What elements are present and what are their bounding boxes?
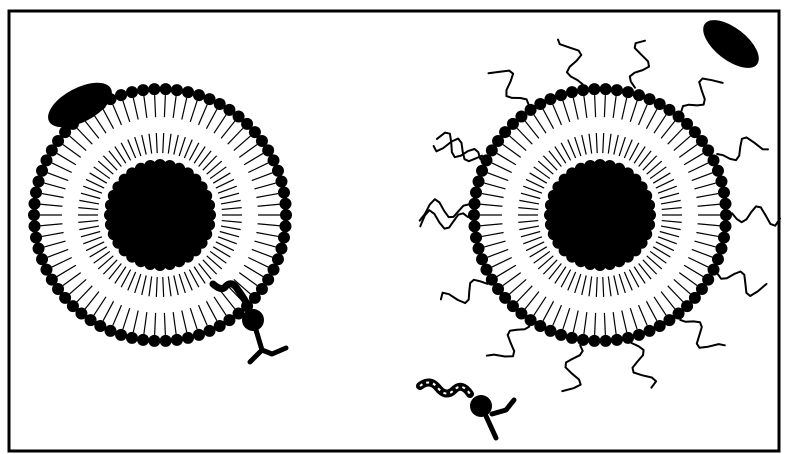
polymer-chain [558, 40, 583, 85]
polymer-chain [717, 137, 768, 160]
polymer-chain [632, 343, 656, 388]
polymer-chain [732, 206, 780, 225]
polymer-chain [680, 320, 725, 348]
polymer-chain [437, 133, 481, 160]
polymer-chain [441, 280, 487, 303]
oval-protein-right [695, 11, 767, 77]
polymer-chain [420, 210, 468, 228]
polymer-chain [487, 327, 529, 357]
antibody-ligand-right [420, 382, 514, 438]
polymer-chain [489, 71, 529, 104]
polymer-chain [630, 41, 649, 88]
polymer-chain [681, 79, 722, 112]
polymer-chain [718, 272, 767, 297]
polymer-chain [562, 346, 582, 392]
polymer-chain [420, 199, 469, 220]
oval-protein-left [41, 74, 119, 137]
right-liposome [468, 83, 732, 347]
